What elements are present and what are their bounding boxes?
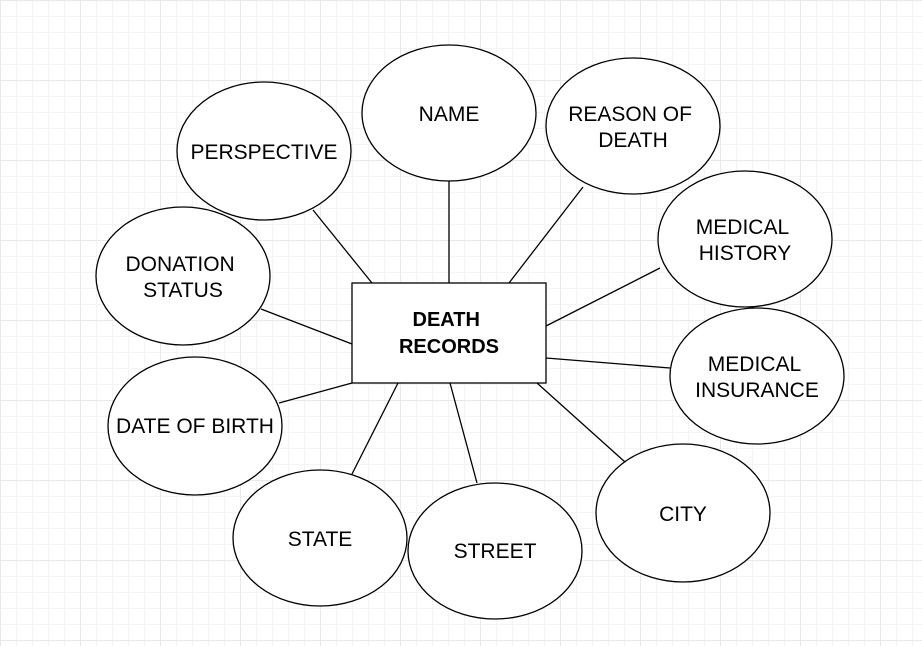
entity-box — [351, 282, 547, 384]
edge-state — [351, 382, 399, 475]
edge-date-of-birth — [278, 382, 353, 404]
attribute-ellipse — [545, 57, 721, 195]
attribute-ellipse — [595, 443, 771, 583]
attribute-label: MEDICAL INSURANCE — [695, 353, 819, 402]
attribute-label: PERSPECTIVE — [190, 141, 337, 164]
edge-reason-of-death — [508, 186, 584, 284]
attribute-state[interactable]: STATE — [232, 469, 408, 607]
attribute-medical-insurance[interactable]: MEDICAL INSURANCE — [669, 307, 845, 445]
attribute-ellipse — [657, 170, 833, 308]
attribute-label: DONATION STATUS — [125, 253, 240, 302]
attribute-label: DATE OF BIRTH — [116, 415, 274, 438]
attribute-label: STREET — [454, 540, 537, 563]
attribute-medical-history[interactable]: MEDICAL HISTORY — [657, 170, 833, 308]
attribute-ellipse — [176, 81, 352, 221]
attribute-perspective[interactable]: PERSPECTIVE — [176, 81, 352, 221]
edge-street — [449, 382, 478, 484]
attribute-label: REASON OF DEATH — [568, 103, 698, 152]
attribute-ellipse — [95, 206, 271, 346]
attribute-ellipse — [669, 307, 845, 445]
attribute-label: NAME — [419, 103, 480, 126]
entity-death-records[interactable]: DEATH RECORDS — [351, 282, 547, 384]
attribute-date-of-birth[interactable]: DATE OF BIRTH — [107, 356, 283, 496]
attribute-ellipse — [232, 469, 408, 607]
edge-medical-history — [545, 267, 661, 327]
attribute-label: CITY — [659, 503, 707, 526]
attribute-street[interactable]: STREET — [407, 482, 583, 620]
attribute-ellipse — [407, 482, 583, 620]
edge-donation-status — [260, 308, 353, 345]
edge-medical-insurance — [545, 357, 671, 369]
edge-perspective — [312, 209, 373, 284]
attribute-ellipse — [361, 44, 537, 182]
attribute-reason-of-death[interactable]: REASON OF DEATH — [545, 57, 721, 195]
edge-city — [536, 382, 626, 463]
attribute-label: MEDICAL HISTORY — [696, 216, 794, 265]
entity-label: DEATH RECORDS — [399, 309, 499, 358]
attribute-label: STATE — [288, 528, 353, 551]
attribute-ellipse — [107, 356, 283, 496]
attribute-donation-status[interactable]: DONATION STATUS — [95, 206, 271, 346]
attribute-city[interactable]: CITY — [595, 443, 771, 583]
edges — [260, 181, 671, 484]
attribute-name[interactable]: NAME — [361, 44, 537, 182]
